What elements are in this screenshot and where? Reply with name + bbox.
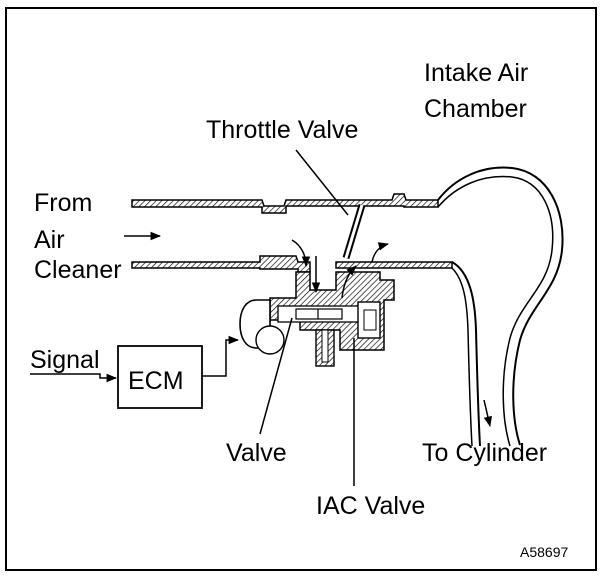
ecm-output-line [202,335,240,377]
iac-valve-outlet-port-bore [321,329,329,363]
signal-label: Signal [30,346,100,374]
from-air-cleaner-label-line2: Air [34,226,65,254]
bypass-outflow-arrow [341,265,357,299]
throttle-flow-arrow [371,242,390,263]
throttle-valve-label: Throttle Valve [206,116,358,144]
figure-code-label: A58697 [520,544,568,560]
intake-pipe-upper-wall [131,193,439,214]
intake-air-chamber-outer-wall-inner-line [437,175,554,447]
intake-air-chamber-inner-wall-line [451,267,473,447]
intake-air-chamber-label-line1: Intake Air [424,59,528,87]
intake-air-chamber-inner-wall [451,261,481,447]
to-cylinder-arrow [483,399,492,428]
intake-air-chamber-label-line2: Chamber [424,95,527,123]
ecm-box [117,345,203,409]
signal-line [30,373,118,383]
iac-valve-end-block-inner [363,309,377,331]
valve-label: Valve [226,439,287,467]
iac-valve-spool [295,308,343,320]
ecm-label: ECM [128,367,184,395]
valve-leader [259,317,293,435]
intake-pipe-lower-wall-right [335,261,453,269]
iac-valve-label: IAC Valve [316,492,425,520]
from-air-cleaner-label-line1: From [34,189,92,217]
intake-air-chamber-outer-wall [437,166,564,446]
bypass-inflow-arrow-left [291,239,311,268]
to-cylinder-label: To Cylinder [422,439,547,467]
intake-pipe-lower-wall [131,255,311,273]
from-air-cleaner-label-line3: Cleaner [34,256,122,284]
throttle-valve-plate-core [344,204,364,259]
iac-valve-solenoid-circle [255,325,285,355]
frame-border [5,7,597,571]
throttle-valve-leader [295,149,349,216]
